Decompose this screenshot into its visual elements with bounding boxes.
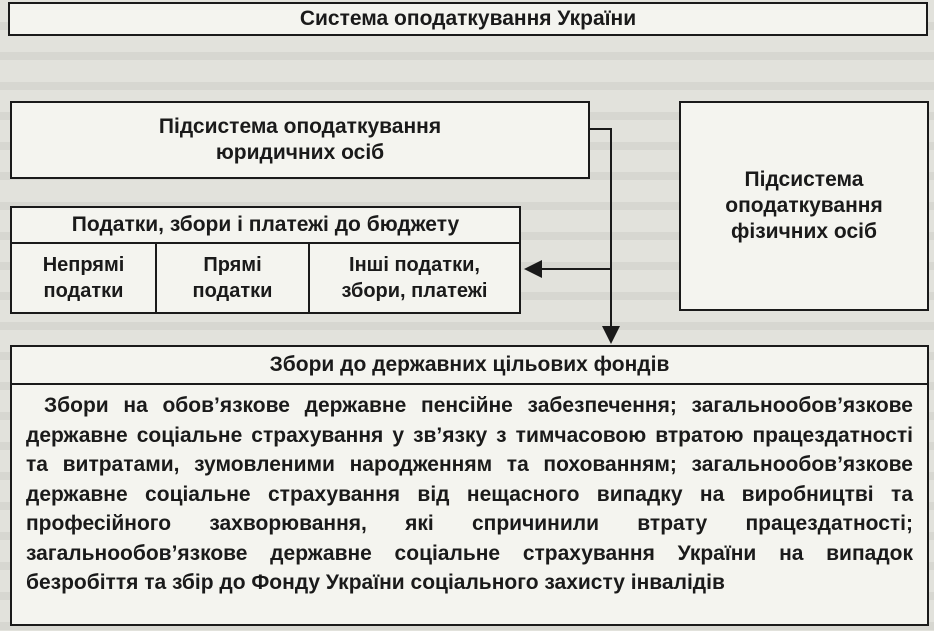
target-funds-title: Збори до державних цільових фондів [12, 347, 927, 385]
target-funds-title-text: Збори до державних цільових фондів [269, 353, 670, 376]
connector-vertical [610, 128, 612, 328]
budget-taxes-title: Податки, збори і платежі до бюджету [12, 208, 519, 244]
individuals-subsystem: Підсистема оподаткування фізичних осіб [679, 101, 929, 311]
physical-subsystem-line1: Підсистема [744, 167, 864, 191]
other-taxes-line2: збори, платежі [341, 280, 488, 302]
target-funds-description: Збори на обов’язкове державне пенсійне з… [26, 394, 913, 594]
physical-subsystem-line3: фізичних осіб [731, 220, 877, 244]
legal-subsystem-line2: юридичних осіб [215, 141, 385, 164]
target-funds-box: Збори до державних цільових фондів Збори… [10, 345, 929, 626]
direct-taxes-line2: податки [192, 280, 273, 302]
system-title: Система оподаткування України [8, 2, 928, 36]
indirect-taxes-line1: Непрямі [42, 254, 125, 276]
arrow-left-icon [524, 260, 542, 278]
connector-horizontal-mid [540, 268, 610, 270]
physical-subsystem-line2: оподаткування [725, 193, 883, 217]
legal-subsystem-line1: Підсистема оподаткування [158, 114, 442, 138]
budget-taxes-title-text: Податки, збори і платежі до бюджету [71, 213, 460, 236]
indirect-taxes-line2: податки [43, 280, 124, 302]
budget-taxes-table: Податки, збори і платежі до бюджету Непр… [10, 206, 521, 314]
connector-horizontal-top [590, 128, 612, 130]
other-taxes-cell: Інші податки, збори, платежі [310, 244, 519, 312]
direct-taxes-cell: Прямі податки [157, 244, 310, 312]
other-taxes-line1: Інші податки, [349, 254, 480, 276]
indirect-taxes-cell: Непрямі податки [12, 244, 157, 312]
arrow-down-icon [602, 326, 620, 344]
system-title-text: Система оподаткування України [299, 6, 637, 30]
legal-entities-subsystem: Підсистема оподаткування юридичних осіб [10, 101, 590, 179]
direct-taxes-line1: Прямі [203, 254, 262, 276]
